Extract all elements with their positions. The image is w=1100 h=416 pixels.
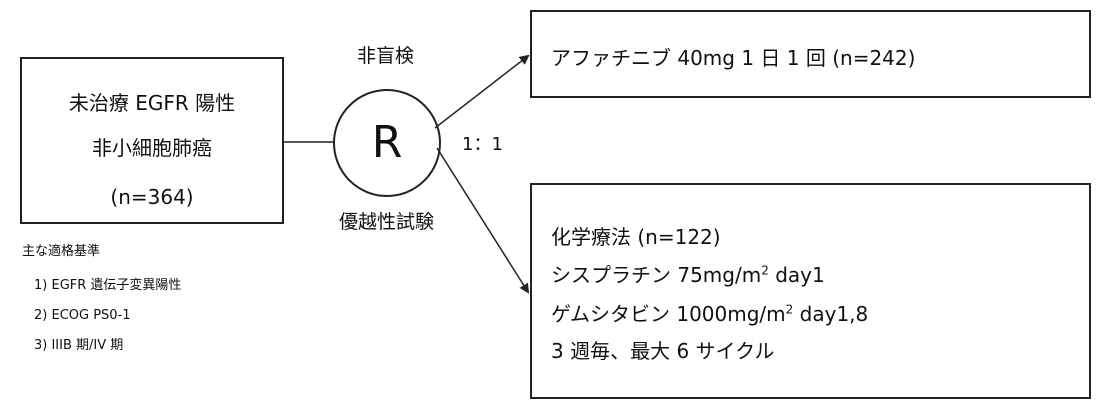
population-box: 未治療 EGFR 陽性 非小細胞肺癌 (n=364) xyxy=(20,57,284,224)
arm-b-line-2-suffix: day1 xyxy=(768,263,825,287)
arm-b-line-2-prefix: シスプラチン 75mg/m xyxy=(551,263,762,287)
arm-b-line-4: 3 週毎、最大 6 サイクル xyxy=(551,339,775,363)
population-line-3: (n=364) xyxy=(110,185,194,209)
arm-b-line-3-superscript: 2 xyxy=(785,302,794,317)
arm-b-box: 化学療法 (n=122) シスプラチン 75mg/m2 day1 ゲムシタビン … xyxy=(530,183,1091,399)
arm-b-line-2-superscript: 2 xyxy=(761,263,769,278)
allocation-ratio: 1：1 xyxy=(462,134,503,155)
arm-b-line-3-suffix: day1,8 xyxy=(793,302,869,326)
randomization-label-bottom: 優越性試験 xyxy=(339,211,435,233)
arm-b-line-1: 化学療法 (n=122) xyxy=(551,225,721,249)
randomization-circle xyxy=(333,89,441,197)
population-line-1: 未治療 EGFR 陽性 xyxy=(68,91,236,115)
arm-a-box: アファチニブ 40mg 1 日 1 回 (n=242) xyxy=(530,10,1091,98)
criteria-item-3: 3) IIIB 期/IV 期 xyxy=(34,338,124,353)
arm-b-line-2: シスプラチン 75mg/m2 day1 xyxy=(551,263,825,287)
criteria-item-1: 1) EGFR 遺伝子変異陽性 xyxy=(34,278,182,293)
criteria-title: 主な適格基準 xyxy=(22,244,101,259)
population-line-2: 非小細胞肺癌 xyxy=(92,136,212,160)
criteria-item-2: 2) ECOG PS0-1 xyxy=(34,308,131,323)
arrow-to-arm-b xyxy=(436,147,530,294)
randomization-letter: R xyxy=(371,117,403,168)
arm-b-line-3-prefix: ゲムシタビン 1000mg/m xyxy=(551,302,786,326)
randomization-label-top: 非盲検 xyxy=(357,45,415,67)
arrow-to-arm-a xyxy=(434,54,530,129)
arm-a-line-1: アファチニブ 40mg 1 日 1 回 (n=242) xyxy=(551,46,916,70)
arm-b-line-3: ゲムシタビン 1000mg/m2 day1,8 xyxy=(551,302,868,326)
